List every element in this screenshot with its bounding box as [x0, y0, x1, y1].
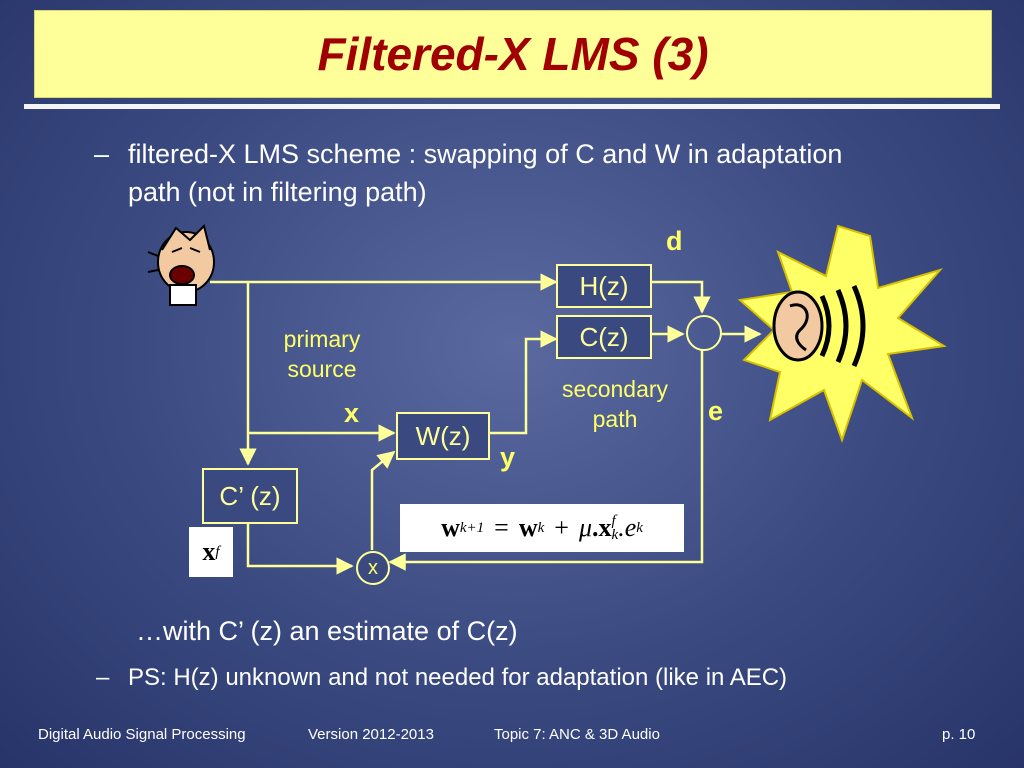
eq-equals: =: [494, 513, 509, 542]
slide-title: Filtered-X LMS (3): [317, 28, 709, 80]
w-filter-label: W(z): [415, 420, 471, 451]
eq-sup-f: f: [611, 513, 616, 529]
source-label: source: [287, 356, 357, 382]
footer-page-number: p. 10: [942, 726, 976, 743]
xf-superscript: f: [215, 543, 220, 560]
multiplier-label: x: [368, 556, 378, 579]
eq-mu: μ: [578, 513, 593, 542]
estimate-note: …with C’ (z) an estimate of C(z): [136, 616, 518, 646]
ear-icon: [737, 224, 947, 444]
footer-version: Version 2012-2013: [308, 726, 434, 743]
eq-sub-k1: k+1: [459, 519, 485, 536]
title-divider: [24, 104, 1000, 109]
w-filter-box: W(z): [396, 412, 490, 460]
eq-sub-k3: k: [636, 519, 643, 536]
bullet-2: – PS: H(z) unknown and not needed for ad…: [96, 661, 928, 695]
footer-topic: Topic 7: ANC & 3D Audio: [494, 726, 660, 743]
label-x: x: [344, 398, 360, 428]
primary-source-label: primary source: [262, 324, 382, 384]
eq-sub-k: k: [537, 519, 545, 536]
secondary-path-label: secondary path: [540, 374, 690, 434]
c-prime-filter-label: C’ (z): [219, 480, 281, 511]
eq-x: .x: [592, 513, 612, 542]
speaking-person-icon: [147, 224, 215, 306]
label-e: e: [708, 396, 724, 426]
bullet-2-text: PS: H(z) unknown and not needed for adap…: [128, 664, 788, 691]
secondary-label: secondary: [561, 376, 669, 402]
label-d: d: [666, 226, 683, 256]
line-y-to-c: [488, 330, 558, 435]
multiplier-node: x: [356, 551, 390, 585]
line-h-to-sum: [650, 280, 711, 314]
c-filter-label: C(z): [579, 321, 629, 352]
eq-sub-k2: k: [611, 527, 619, 543]
eq-plus: +: [554, 513, 569, 542]
c-prime-filter-box: C’ (z): [202, 468, 298, 524]
bullet-dash: –: [96, 664, 110, 691]
label-y: y: [500, 442, 516, 472]
path-label: path: [592, 406, 638, 432]
bullet-dash: –: [94, 139, 110, 169]
line-update-to-w: [370, 450, 396, 550]
eq-w-cur: w: [518, 513, 538, 542]
footer-course: Digital Audio Signal Processing: [38, 726, 246, 743]
h-filter-label: H(z): [579, 270, 629, 301]
h-filter-box: H(z): [556, 264, 652, 308]
c-filter-box: C(z): [556, 315, 652, 359]
title-box: Filtered-X LMS (3): [34, 10, 992, 98]
line-cprime-to-mult: [246, 522, 354, 575]
eq-e: .e: [618, 513, 637, 542]
xf-symbol: x: [202, 537, 216, 566]
eq-w-next: w: [441, 513, 460, 542]
bullet-1-text: filtered-X LMS scheme : swapping of C an…: [128, 139, 843, 207]
primary-label: primary: [283, 326, 361, 352]
line-e-feedback: [388, 349, 704, 571]
bullet-1: – filtered-X LMS scheme : swapping of C …: [94, 135, 888, 211]
summation-node: [686, 315, 722, 351]
